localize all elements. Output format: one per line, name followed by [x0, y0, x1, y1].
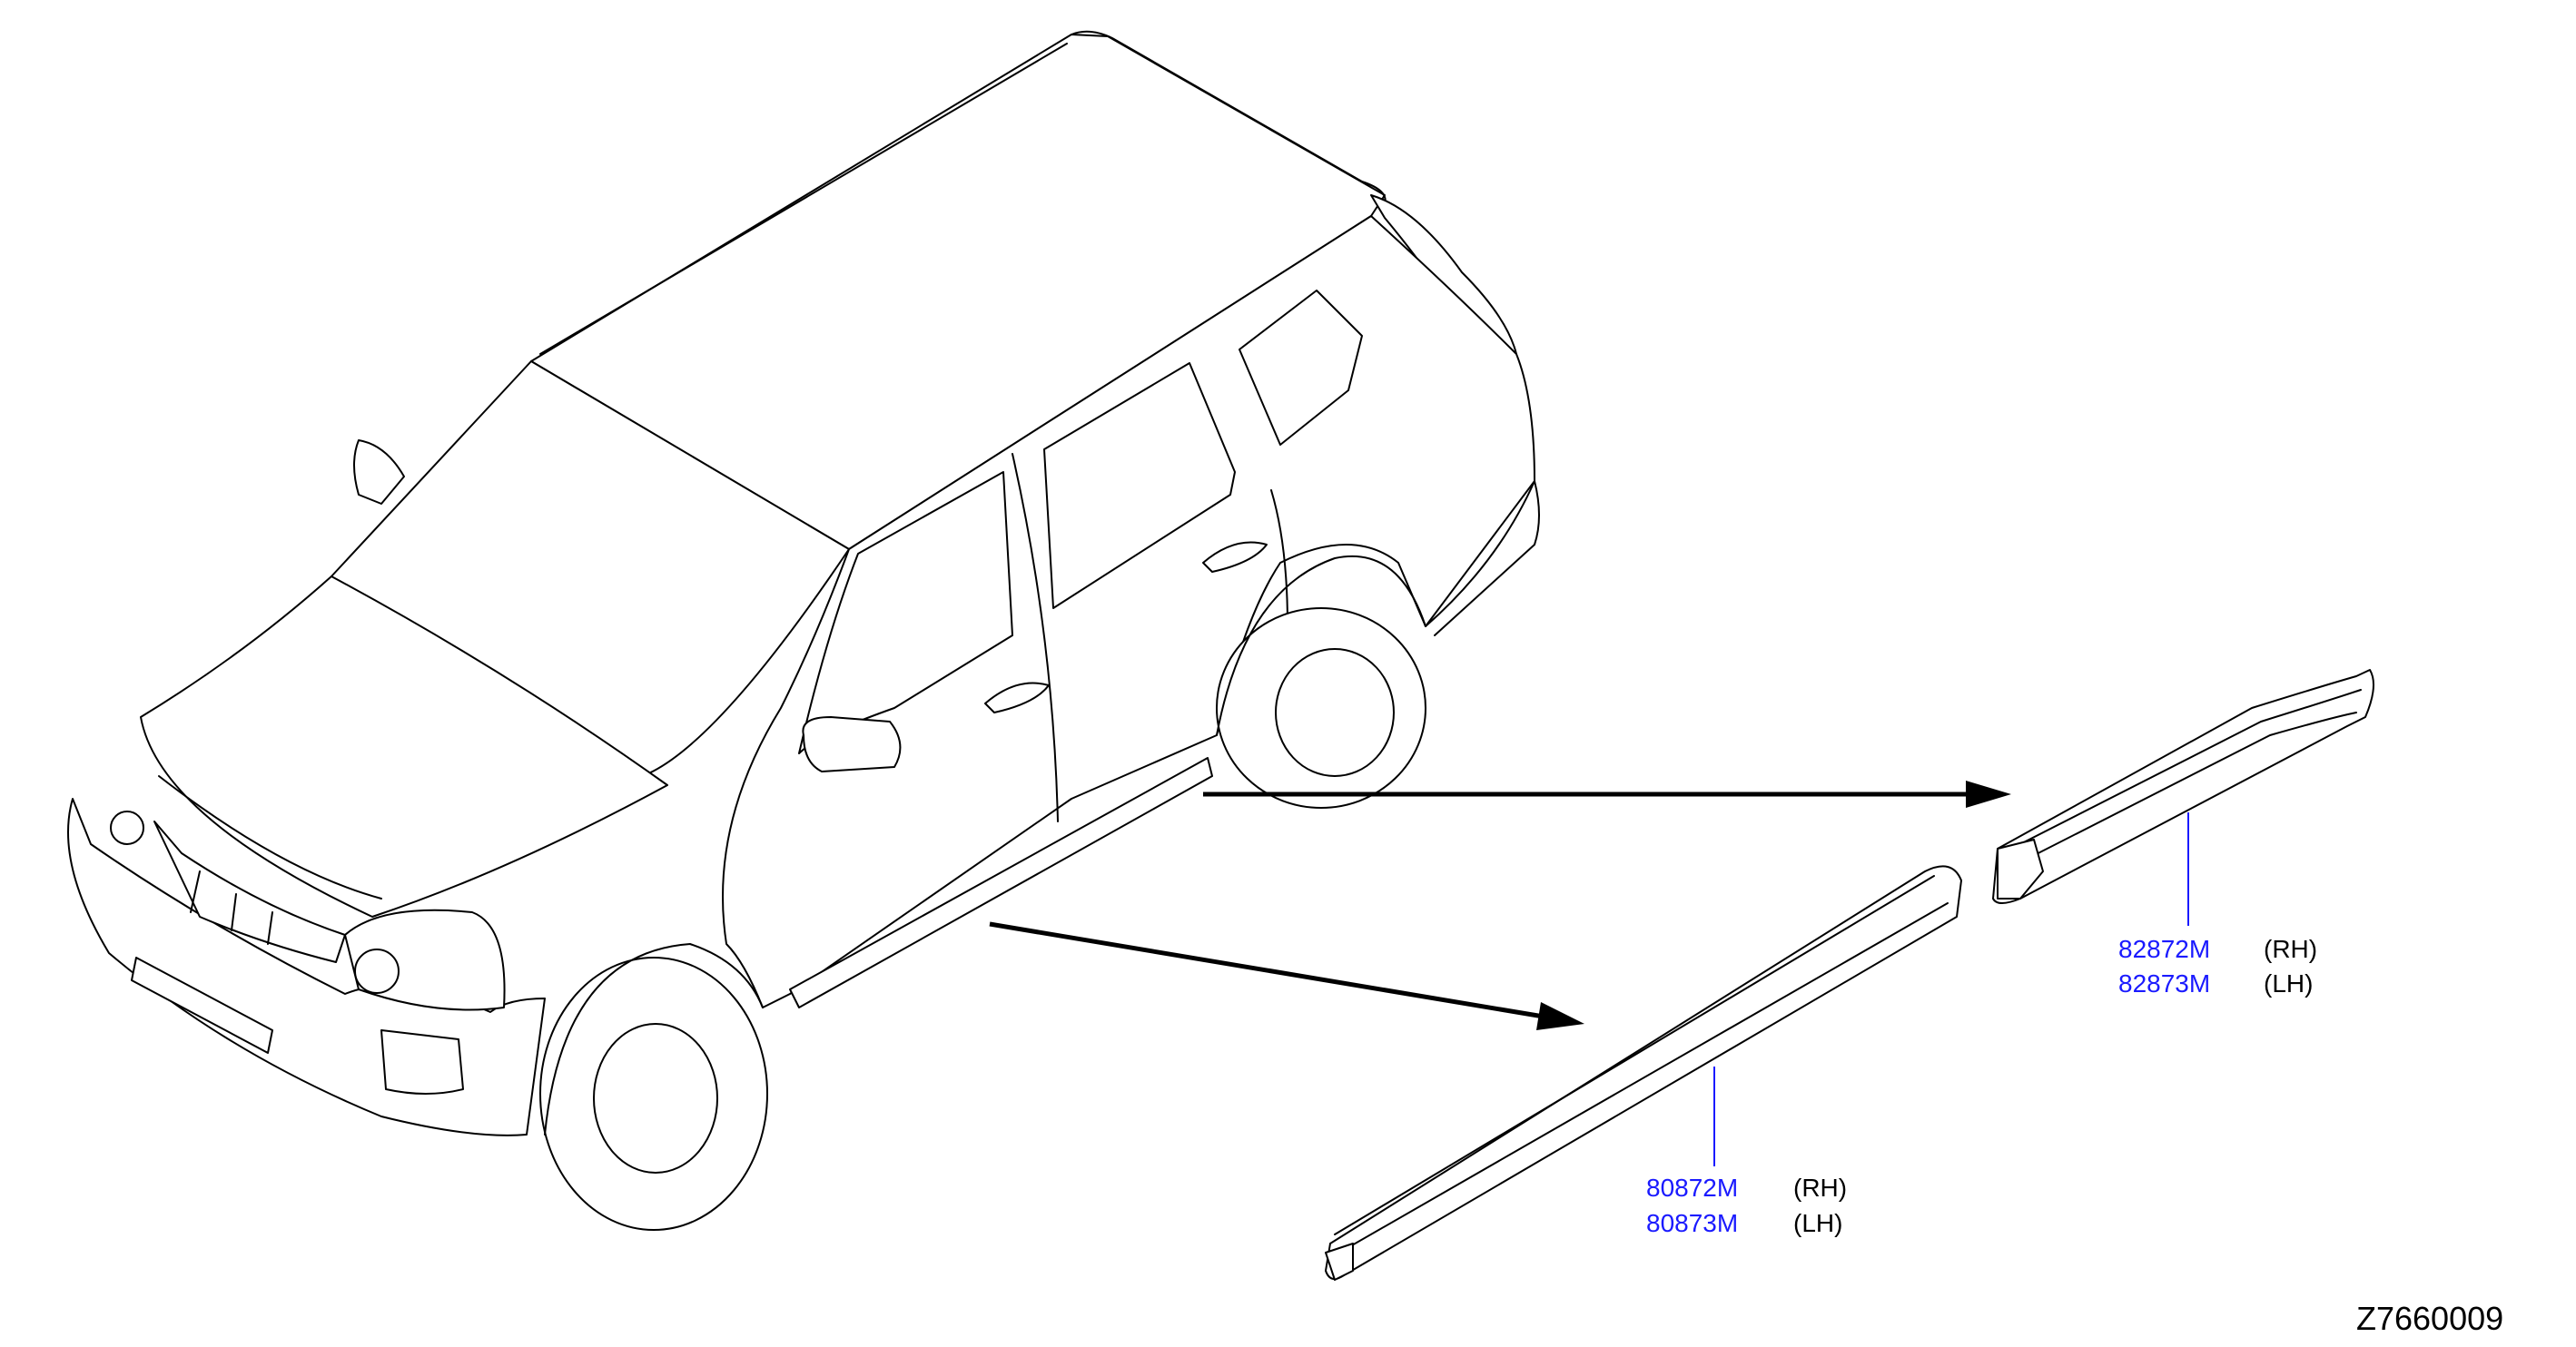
headlight-lens: [354, 949, 400, 994]
hood: [140, 575, 668, 918]
part-number-link[interactable]: 80873M: [1646, 1209, 1738, 1237]
grille-bar: [190, 870, 273, 945]
lower-grille: [131, 957, 273, 1054]
part-number-link[interactable]: 82873M: [2118, 969, 2210, 998]
callout-front-moulding: 80872M (RH) 80873M (LH): [1646, 1174, 1847, 1237]
roof-rail: [1071, 30, 1387, 205]
side-label: (LH): [1793, 1209, 1842, 1237]
diagram-code: Z7660009: [2356, 1300, 2503, 1337]
rear-door-window: [1043, 362, 1236, 609]
front-door-line: [1012, 453, 1059, 822]
quarter-window: [1239, 290, 1363, 446]
roof-rail-2: [539, 43, 1068, 355]
arrow-to-front-moulding: [989, 921, 1584, 1030]
headlight-lens-left: [110, 811, 144, 845]
vehicle-illustration: [67, 30, 1540, 1231]
side-label: (RH): [1793, 1174, 1847, 1202]
callout-rear-moulding: 82872M (RH) 82873M (LH): [2118, 935, 2317, 998]
front-door-window: [798, 471, 1013, 754]
rear-wheel: [1216, 607, 1426, 809]
rear-door-handle: [1202, 541, 1268, 573]
front-wheel: [539, 957, 768, 1231]
front-side-sill-moulding[interactable]: [1325, 865, 1962, 1281]
part-number-link[interactable]: 80872M: [1646, 1174, 1738, 1202]
sill: [789, 757, 1213, 1008]
hood-crease: [158, 775, 382, 900]
front-door-handle: [984, 682, 1050, 713]
side-label: (LH): [2264, 969, 2313, 998]
front-wheel-arch: [544, 943, 764, 1136]
body-side: [722, 215, 1535, 1008]
side-label: (RH): [2264, 935, 2317, 963]
part-number-link[interactable]: 82872M: [2118, 935, 2210, 963]
side-mirror-right: [802, 716, 902, 772]
rear-bumper: [1425, 480, 1540, 636]
side-mirror-left: [353, 439, 405, 505]
rear-side-sill-moulding[interactable]: [1992, 669, 2374, 904]
rear-wheel-arch: [1216, 555, 1426, 736]
fog-light: [380, 1029, 464, 1095]
arrow-to-rear-moulding: [1203, 781, 2011, 808]
